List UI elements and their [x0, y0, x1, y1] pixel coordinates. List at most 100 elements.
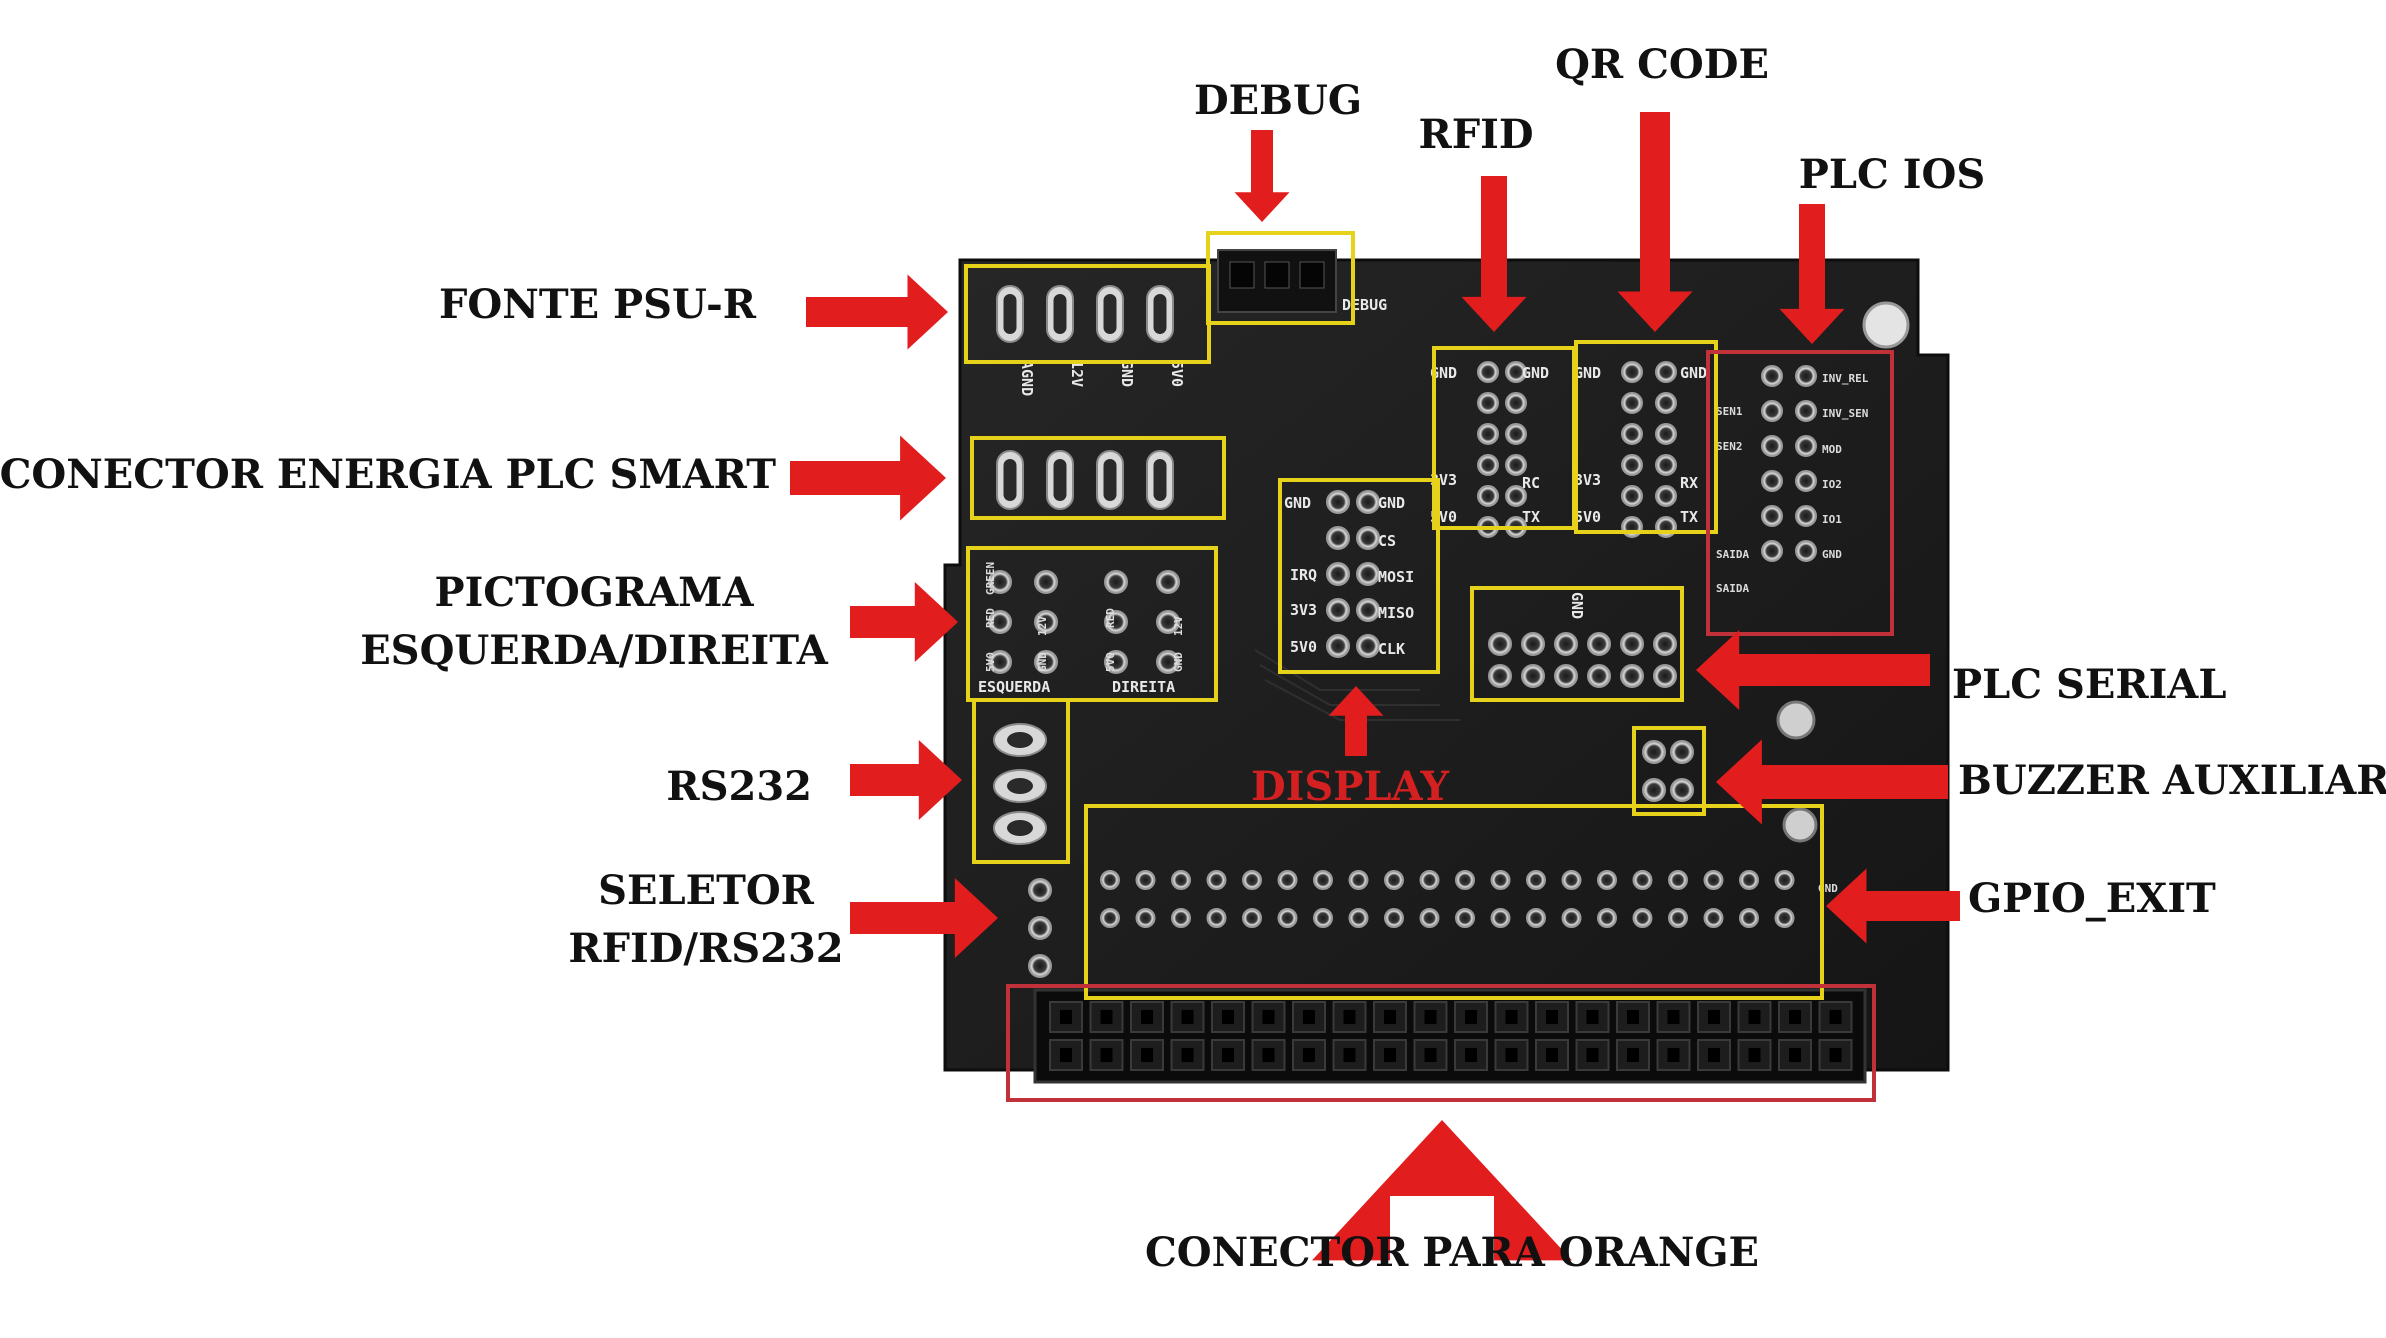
gpio-pin [1135, 908, 1156, 928]
seletor-pin [1028, 916, 1052, 940]
female-socket-hole [1465, 1010, 1477, 1024]
silk-plc-serial-gnd: GND [1568, 592, 1586, 619]
gpio-pin [1419, 908, 1440, 928]
pictograma-pin [988, 650, 1012, 674]
plc-ios-pin [1795, 540, 1817, 562]
female-socket-hole [1343, 1010, 1356, 1024]
female-socket-hole [1100, 1010, 1113, 1024]
box-debug [1206, 231, 1355, 325]
label-conector-energia: CONECTOR ENERGIA PLC SMART [0, 451, 776, 498]
female-socket-hole [1384, 1010, 1396, 1024]
arrow-fonte-psu [806, 274, 948, 350]
mounting-hole [1782, 807, 1818, 843]
silk-qr-gnd-r: GND [1680, 364, 1707, 382]
female-socket-hole [1505, 1048, 1518, 1062]
display-pin [1356, 634, 1380, 658]
silk-display-gnd: GND [1284, 494, 1311, 512]
box-energia [970, 436, 1226, 520]
gpio-pin [1739, 908, 1759, 928]
female-socket-hole [1465, 1048, 1477, 1062]
psu-pin-inner [1053, 294, 1067, 334]
silk-plc-io2: IO2 [1822, 478, 1842, 491]
silk-plc-inv-rel: INV_REL [1822, 372, 1869, 385]
silk-plc-io1: IO1 [1822, 513, 1842, 526]
display-pin [1326, 562, 1350, 586]
label-pictograma-1: PICTOGRAMA [435, 569, 755, 616]
plc-ios-pin [1761, 505, 1783, 527]
plc-ios-pin [1795, 470, 1817, 492]
silk-plc-saida: SAIDA [1716, 582, 1749, 595]
display-pin [1356, 598, 1380, 622]
silk-psu-pin: 5V0 [1168, 360, 1186, 387]
silk-plc-mod: MOD [1822, 443, 1842, 456]
plc-ios-pin [1795, 400, 1817, 422]
plc-serial-pin [1521, 632, 1545, 656]
plc-ios-pin [1795, 435, 1817, 457]
callout-labels: DEBUG RFID QR CODE PLC IOS FONTE PSU-R C… [0, 41, 2386, 1276]
plc-serial-pin [1587, 664, 1611, 688]
silk-display-mosi: MOSI [1378, 568, 1414, 586]
seletor-pin [1028, 954, 1052, 978]
gpio-pin [1526, 908, 1546, 928]
gpio-pin [1561, 870, 1582, 890]
silk-debug: DEBUG [1342, 296, 1387, 314]
gpio-pin [1277, 908, 1298, 928]
plc-serial-pin [1554, 664, 1578, 688]
arrows [790, 112, 1960, 1261]
female-socket-hole [1303, 1010, 1315, 1024]
highlight-boxes [964, 231, 1824, 1000]
gpio-pin [1774, 908, 1795, 928]
silk-qr-tx: TX [1680, 508, 1698, 526]
arrow-qr-code [1617, 112, 1693, 332]
arrow-rs232 [850, 740, 962, 820]
female-socket-hole [1181, 1010, 1194, 1024]
female-socket [1535, 1039, 1569, 1071]
pictograma-pin [1156, 650, 1180, 674]
label-conector-orange: CONECTOR PARA ORANGE [1145, 1229, 1759, 1276]
gpio-pin [1632, 908, 1653, 928]
buzzer-pin [1670, 740, 1694, 764]
gpio-pin [1348, 870, 1369, 890]
box-plc-ios [1706, 350, 1894, 636]
energia-pin-inner [1153, 459, 1167, 501]
label-plc-ios: PLC IOS [1799, 151, 1985, 198]
display-pin [1326, 634, 1350, 658]
label-qr-code: QR CODE [1555, 41, 1769, 88]
female-socket-hole [1586, 1048, 1599, 1062]
gpio-pin [1419, 870, 1440, 890]
pictograma-pin [1034, 610, 1058, 634]
qr-pin [1655, 423, 1677, 445]
qr-pin [1655, 392, 1677, 414]
plc-serial-pin [1488, 664, 1512, 688]
silk-picto-5v0: 5V0 [984, 652, 997, 672]
plc-serial-pin [1653, 632, 1677, 656]
label-plc-serial: PLC SERIAL [1952, 661, 2226, 708]
box-gpio [1084, 804, 1824, 1000]
arrow-buzzer [1716, 739, 1948, 825]
silk-qr-3v3: 3V3 [1574, 471, 1601, 489]
female-socket-hole [1708, 1010, 1720, 1024]
female-socket-hole [1181, 1048, 1194, 1062]
female-socket-hole [1829, 1048, 1842, 1062]
female-socket-hole [1789, 1010, 1801, 1024]
female-socket-hole [1505, 1010, 1518, 1024]
pictograma-pin [1104, 650, 1128, 674]
plc-serial-pin [1554, 632, 1578, 656]
gpio-pin [1206, 870, 1227, 890]
gpio-pin [1242, 870, 1262, 890]
gpio-pin [1774, 870, 1795, 890]
female-socket-hole [1667, 1048, 1680, 1062]
plc-serial-pin [1653, 664, 1677, 688]
gpio-pin [1171, 870, 1191, 890]
silk-psu-pin: 12V [1068, 360, 1086, 387]
arrow-pictograma [850, 582, 958, 662]
plc-ios-pin [1795, 365, 1817, 387]
female-socket-hole [1546, 1048, 1558, 1062]
energia-pin-inner [1103, 459, 1117, 501]
display-pin [1356, 490, 1380, 514]
female-socket-hole [1060, 1048, 1072, 1062]
plc-ios-pin [1795, 505, 1817, 527]
gpio-pin [1313, 908, 1333, 928]
buzzer-pin [1642, 778, 1666, 802]
female-socket-hole [1262, 1048, 1275, 1062]
